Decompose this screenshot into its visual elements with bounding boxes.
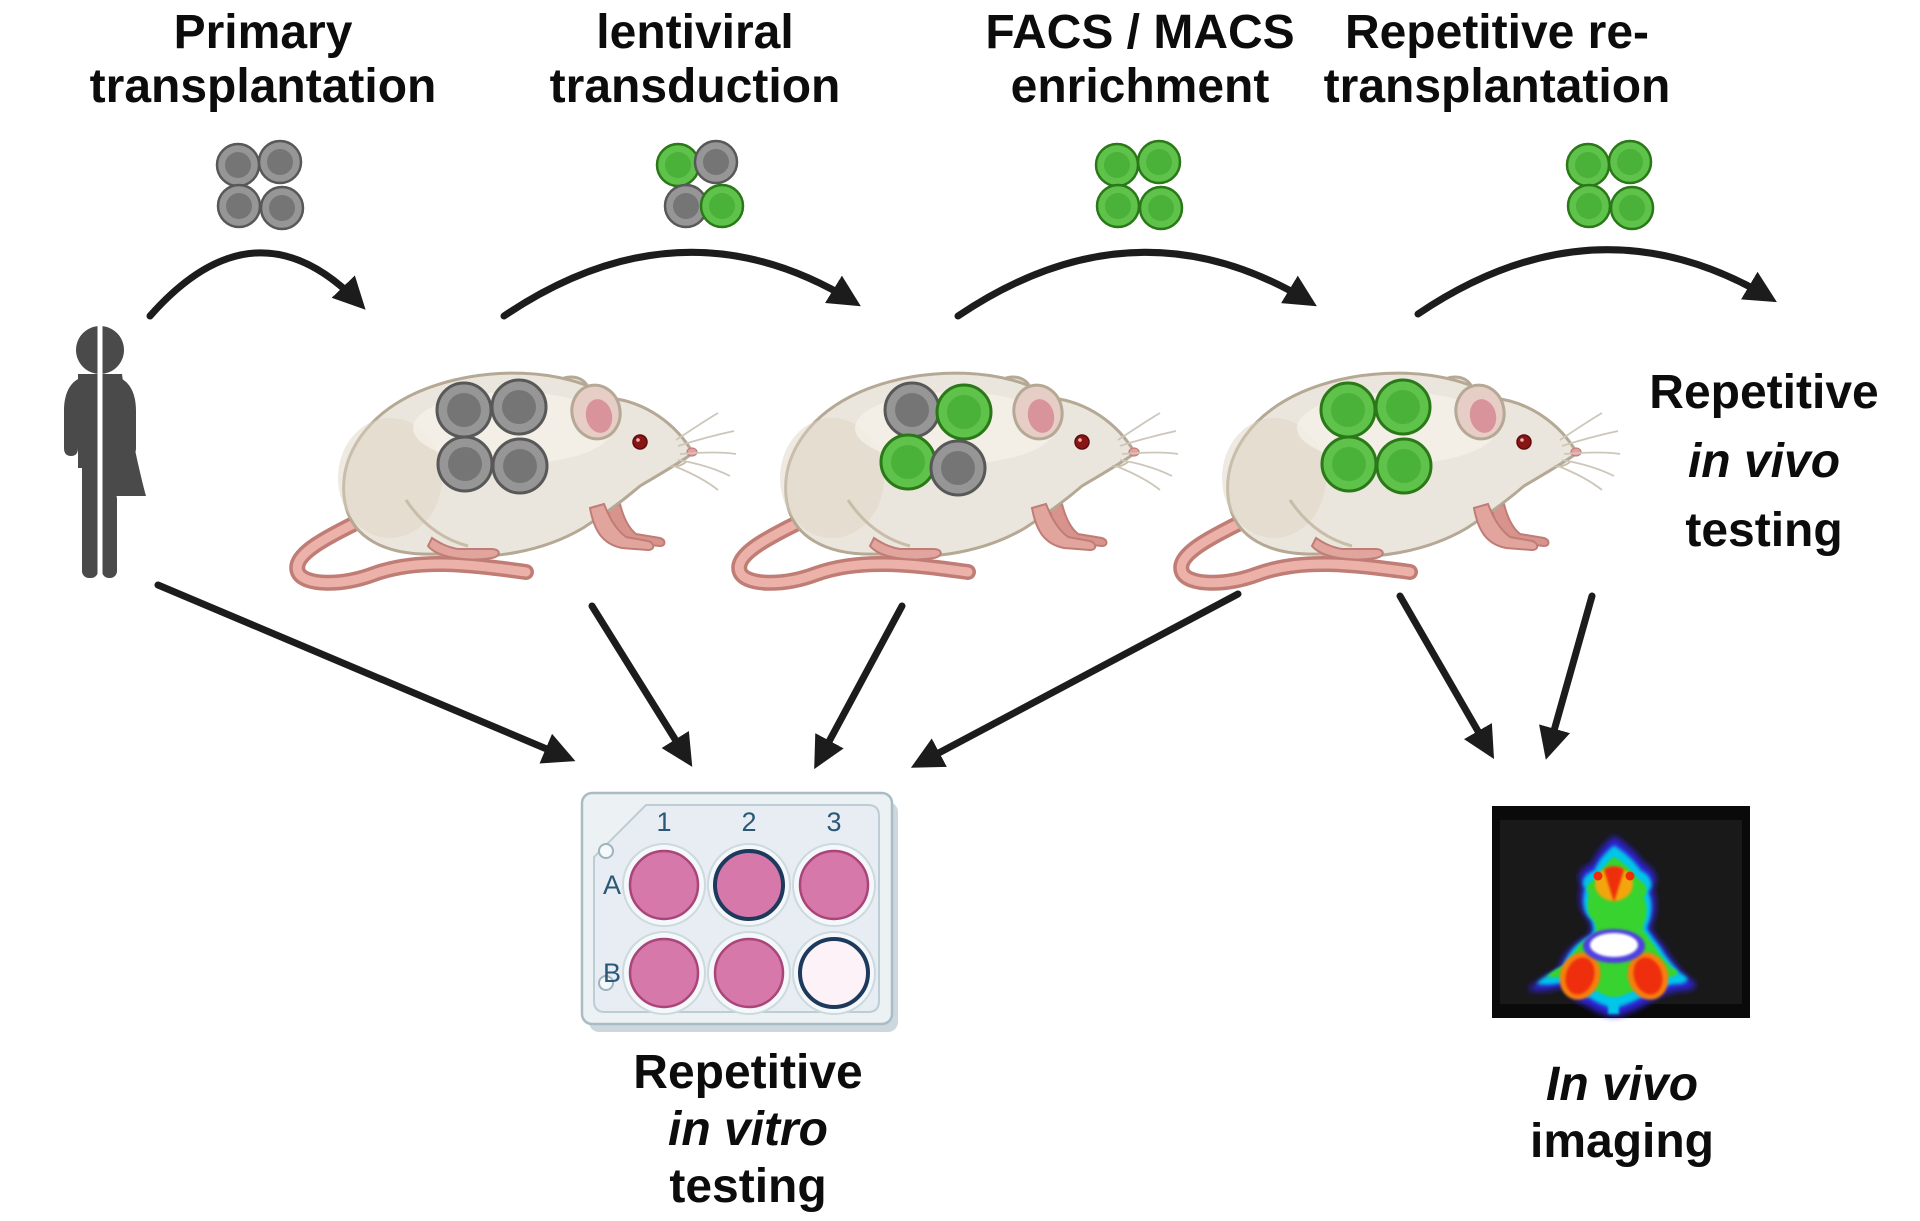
well-a2	[715, 851, 783, 919]
well-b3	[800, 939, 868, 1007]
well-a2-ring	[713, 849, 785, 921]
well-a3-ring	[798, 849, 870, 921]
plate-row-label-b: B	[603, 958, 621, 988]
cell-cluster-enriched-green	[1094, 139, 1184, 231]
step-3-line-2: enrichment	[1010, 60, 1270, 114]
tumor-cells-on-mouse-3-green	[1319, 378, 1433, 495]
well-b1	[630, 939, 698, 1007]
cell-cluster-primary-gray	[215, 139, 305, 231]
well-b3-ring	[798, 937, 870, 1009]
step-2-line-2: transduction	[549, 60, 841, 114]
arc-arrow-to-in-vivo-testing	[1414, 246, 1777, 318]
well-b2	[715, 939, 783, 1007]
patient-human-icon	[64, 324, 146, 580]
in-vivo-testing-line-1: Repetitive	[1649, 366, 1879, 419]
in-vivo-imaging-label: In vivo imaging	[1530, 1056, 1714, 1170]
well-b1-ring	[628, 937, 700, 1009]
well-a3	[800, 851, 868, 919]
well-a1-ring	[628, 849, 700, 921]
in-vitro-testing-line-1: Repetitive	[633, 1046, 863, 1099]
arc-arrow-to-mouse-2	[500, 248, 861, 320]
step-3-line-1: FACS / MACS	[985, 6, 1295, 59]
plate-column-label-2: 2	[741, 807, 756, 837]
repetitive-in-vivo-testing-label: Repetitive in vivo testing	[1649, 358, 1878, 565]
six-well-plate: 1 2 3 A B	[580, 791, 898, 1032]
arrows-to-imaging	[1396, 592, 1596, 760]
arc-arrow-to-mouse-1	[146, 249, 366, 320]
plate-column-label-1: 1	[656, 807, 671, 837]
step-1-line-2: transplantation	[89, 60, 437, 114]
step-1-line-1: Primary	[173, 6, 353, 59]
well-b2-ring	[713, 937, 785, 1009]
tumor-cells-on-mouse-2-mixed	[879, 381, 993, 497]
step-4-line-1: Repetitive re-	[1344, 6, 1650, 59]
in-vitro-testing-line-3: testing	[669, 1160, 827, 1214]
step-4-line-2: transplantation	[1323, 60, 1671, 114]
arrow-testing-to-imaging	[1539, 592, 1596, 760]
plate-notch-top	[598, 843, 614, 859]
well-a1	[630, 851, 698, 919]
bioluminescence-mouse-image	[1528, 836, 1696, 1016]
step-arrows	[146, 246, 1777, 320]
arrow-human-to-plate	[154, 581, 576, 764]
arrow-mouse-3-to-imaging	[1396, 592, 1495, 759]
plate-notch-bottom	[598, 975, 614, 991]
cell-cluster-retransplant-green	[1565, 139, 1655, 231]
step-label-facs-macs-enrichment: FACS / MACS enrichment	[985, 6, 1294, 114]
step-2-line-1: lentiviral	[596, 6, 794, 59]
arrows-to-in-vitro-plate	[154, 581, 1242, 770]
in-vitro-testing-line-2: in vitro	[667, 1103, 828, 1157]
step-label-lentiviral-transduction: lentiviral transduction	[550, 6, 841, 114]
arrow-mouse-2-to-plate	[814, 602, 906, 770]
imaging-caption-line-1: In vivo	[1545, 1058, 1699, 1111]
arrow-mouse-1-to-plate	[588, 602, 693, 767]
imaging-caption-line-2: imaging	[1529, 1115, 1715, 1169]
in-vivo-testing-line-2: in vivo	[1687, 435, 1841, 489]
in-vivo-imaging-panel	[1492, 806, 1750, 1018]
cell-cluster-transduced-mixed	[655, 139, 745, 229]
human-icon-split-line	[97, 324, 103, 580]
repetitive-in-vitro-testing-label: Repetitive in vitro testing	[633, 1044, 862, 1215]
tumor-cells-on-mouse-1-gray	[435, 378, 549, 495]
plate-row-label-a: A	[603, 870, 621, 900]
in-vivo-testing-line-3: testing	[1685, 504, 1843, 558]
arrow-mouse-3-to-plate	[910, 590, 1242, 768]
step-label-primary-transplantation: Primary transplantation	[90, 6, 437, 114]
arc-arrow-to-mouse-3	[954, 248, 1317, 320]
plate-column-label-3: 3	[826, 807, 841, 837]
step-label-repetitive-retransplantation: Repetitive re- transplantation	[1324, 6, 1671, 114]
